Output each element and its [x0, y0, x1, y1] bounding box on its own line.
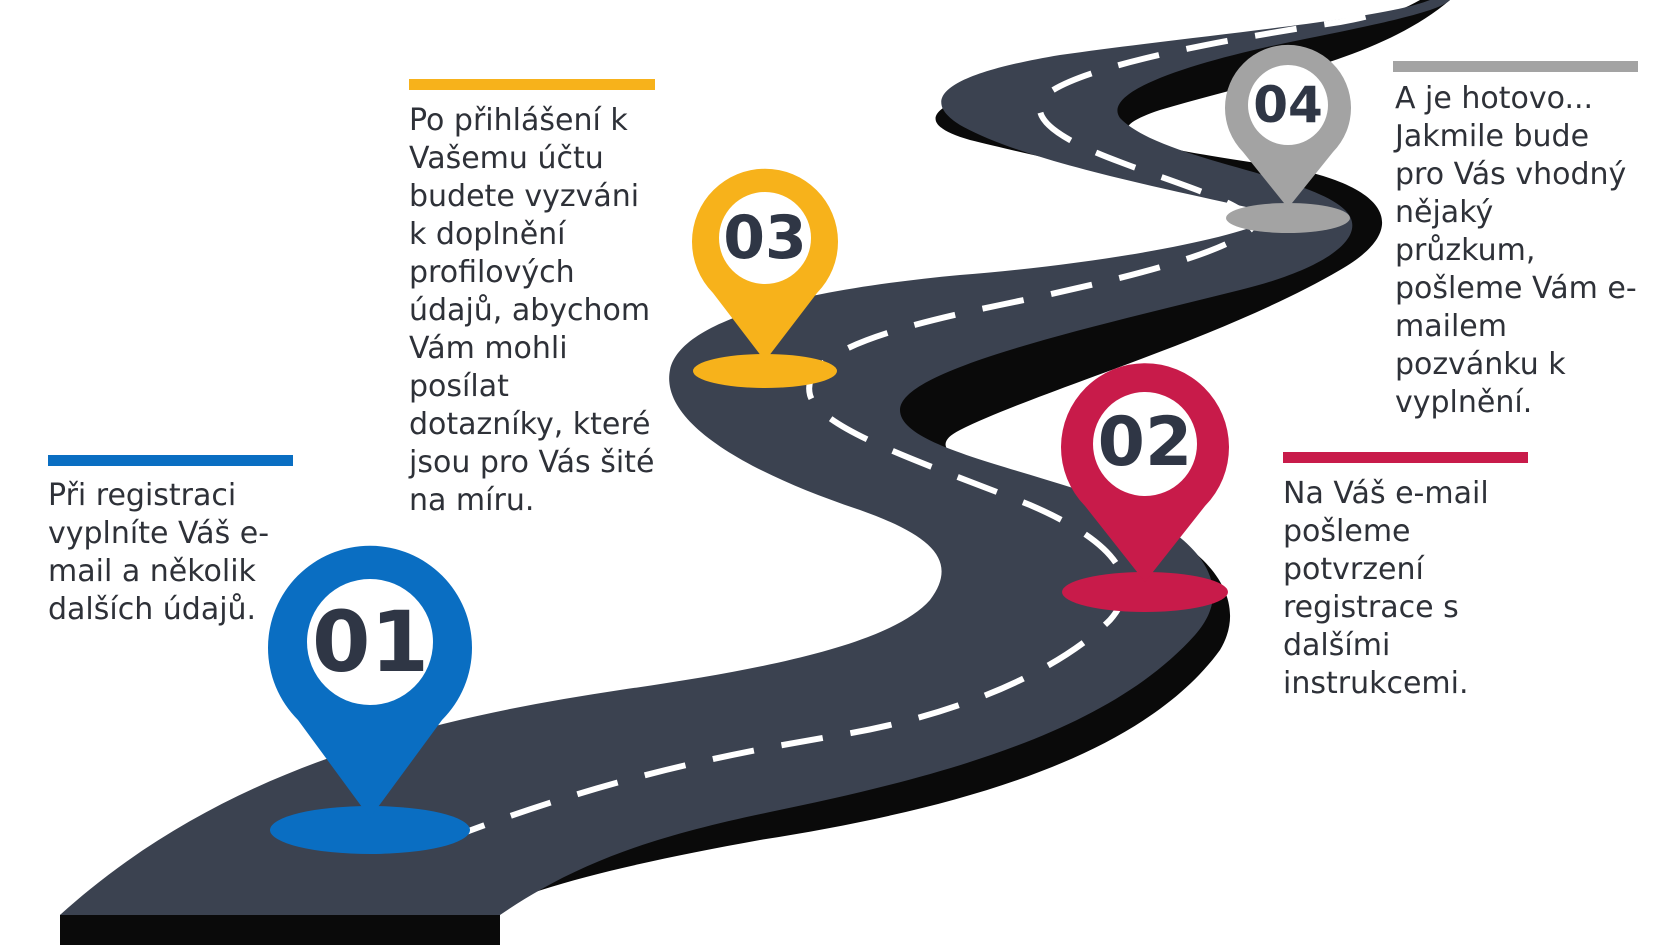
step-1-number: 01 — [312, 593, 429, 691]
step-1-pin-icon: 01 — [268, 540, 473, 860]
step-3-description: Po přihlášení k Vašemu účtu budete vyzvá… — [409, 103, 655, 518]
step-2-description: Na Váš e-mail pošleme potvrzení registra… — [1283, 476, 1489, 701]
road-surface — [60, 0, 1450, 915]
step-4-accent-bar — [1393, 61, 1638, 72]
step-1-description: Při registraci vyplníte Váš e-mail a něk… — [48, 478, 270, 627]
step-3-accent-bar — [409, 79, 655, 90]
step-4-description: A je hotovo... Jakmile bude pro Vás vhod… — [1395, 81, 1637, 420]
step-2-number: 02 — [1097, 403, 1193, 482]
step-2-pin-icon: 02 — [1061, 360, 1229, 615]
step-2-accent-bar — [1283, 452, 1528, 463]
step-4-number: 04 — [1253, 76, 1323, 134]
step-4-pin-icon: 04 — [1225, 42, 1351, 237]
step-3-number: 03 — [723, 203, 807, 273]
step-3-pin-icon: 03 — [692, 165, 838, 390]
lane-marking — [443, 0, 1403, 843]
step-1-accent-bar — [48, 455, 293, 466]
road-edge — [60, 0, 1450, 945]
